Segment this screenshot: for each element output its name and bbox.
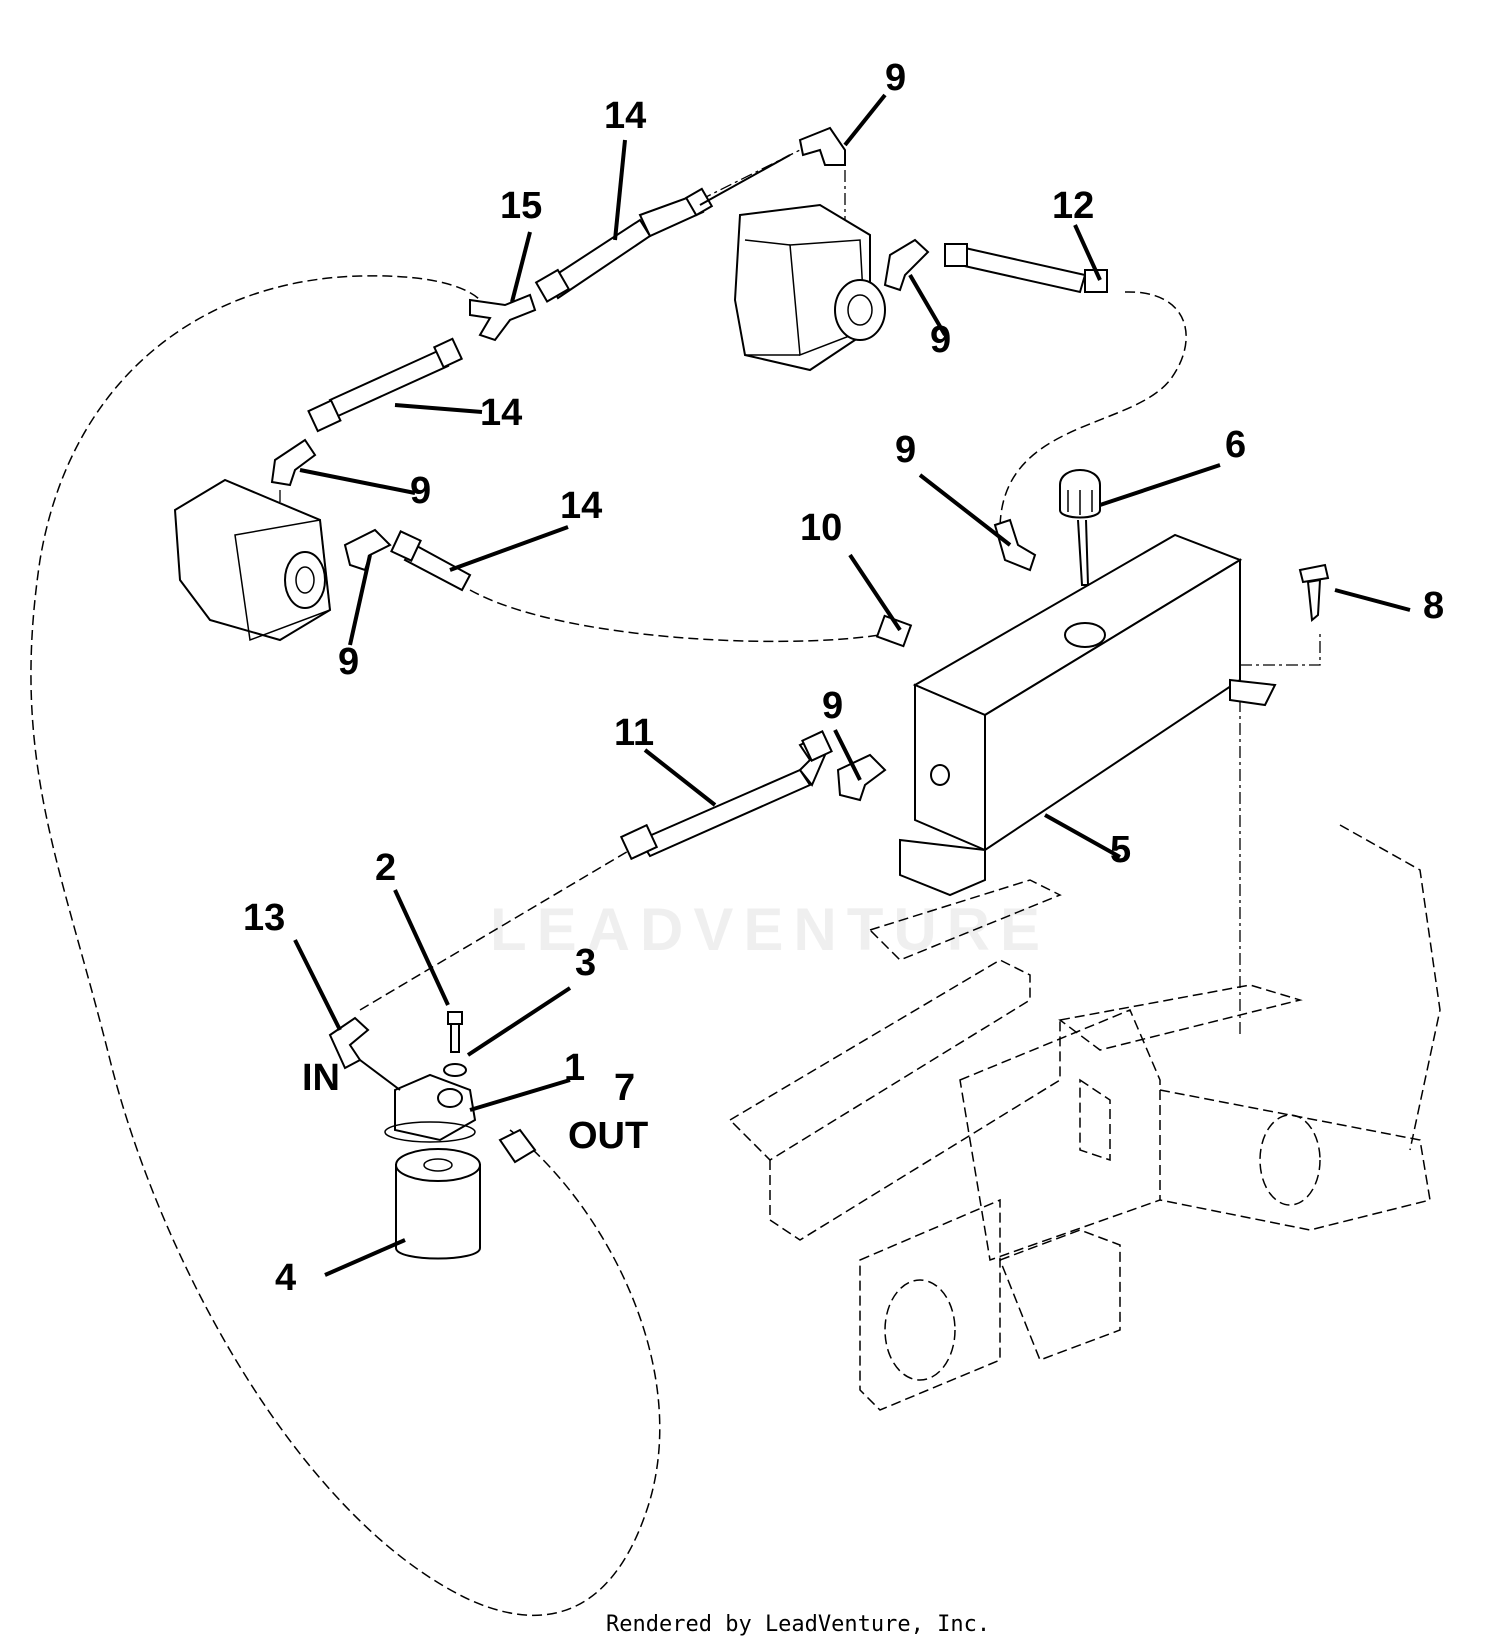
callout-2: 2 (375, 847, 396, 889)
callout-9-tank: 9 (895, 429, 916, 471)
callout-9-low-left: 9 (338, 641, 359, 683)
callout-9-tank-low: 9 (822, 685, 843, 727)
hose-path-pump-to-tank (999, 291, 1187, 531)
callout-8: 8 (1423, 585, 1444, 627)
hose-to-filter (619, 730, 833, 861)
callout-10: 10 (800, 507, 842, 549)
callout-9-upper-right: 9 (930, 319, 951, 361)
elbow-fitting-top (798, 126, 846, 166)
hose-lower (390, 530, 472, 592)
callout-14-middle: 14 (480, 392, 522, 434)
tee-fitting (469, 293, 537, 342)
callout-4: 4 (275, 1257, 296, 1299)
filter-head (384, 1073, 477, 1143)
watermark-text: LEADVENTURE (490, 896, 1050, 963)
callout-9-mid-left: 9 (410, 470, 431, 512)
hose-middle (307, 337, 464, 433)
callout-12: 12 (1052, 185, 1094, 227)
screw-8 (1298, 563, 1330, 622)
fill-cap-dipstick (1059, 469, 1101, 586)
callout-leaders (293, 93, 1411, 1277)
hose-path-upper (699, 144, 811, 201)
reservoir-tank (899, 533, 1277, 897)
callout-1: 1 (564, 1047, 585, 1089)
spin-on-filter (395, 1148, 481, 1260)
callout-11: 11 (614, 712, 654, 754)
elbow-fitting-13 (328, 1016, 370, 1070)
lower-hydraulic-pump (173, 478, 332, 642)
upper-hydraulic-pump (733, 203, 886, 372)
washer-3 (443, 1063, 467, 1077)
callout-6: 6 (1225, 424, 1246, 466)
callout-5: 5 (1110, 829, 1131, 871)
elbow-fitting-tank (993, 518, 1037, 572)
callout-15: 15 (500, 185, 542, 227)
callout-13: 13 (243, 897, 285, 939)
port-label-out: OUT (568, 1115, 648, 1157)
elbow-fitting-tank-low (836, 753, 887, 802)
render-credit: Rendered by LeadVenture, Inc. (606, 1612, 991, 1637)
tractor-frame (728, 824, 1441, 1411)
hose-path-filter-to-tank (359, 849, 631, 1011)
port-label-in: IN (302, 1057, 340, 1099)
filter-inlet-line (359, 1059, 401, 1091)
hose-right (944, 243, 1108, 294)
mount-centerline (1239, 630, 1321, 1035)
hose-upper (534, 154, 791, 303)
bolt-2 (447, 1011, 463, 1053)
hose-path-tank-to-front (469, 589, 881, 643)
callout-9-top: 9 (885, 57, 906, 99)
callout-14-upper: 14 (604, 95, 646, 137)
outlet-fitting-7 (498, 1128, 537, 1164)
callout-14-lower: 14 (560, 485, 602, 527)
callout-7: 7 (614, 1067, 635, 1109)
return-hose-path (30, 275, 661, 1616)
straight-fitting-10 (875, 614, 913, 648)
callout-3: 3 (575, 942, 596, 984)
elbow-fitting-upper-right (883, 238, 930, 292)
elbow-fitting-mid-left (270, 438, 317, 487)
